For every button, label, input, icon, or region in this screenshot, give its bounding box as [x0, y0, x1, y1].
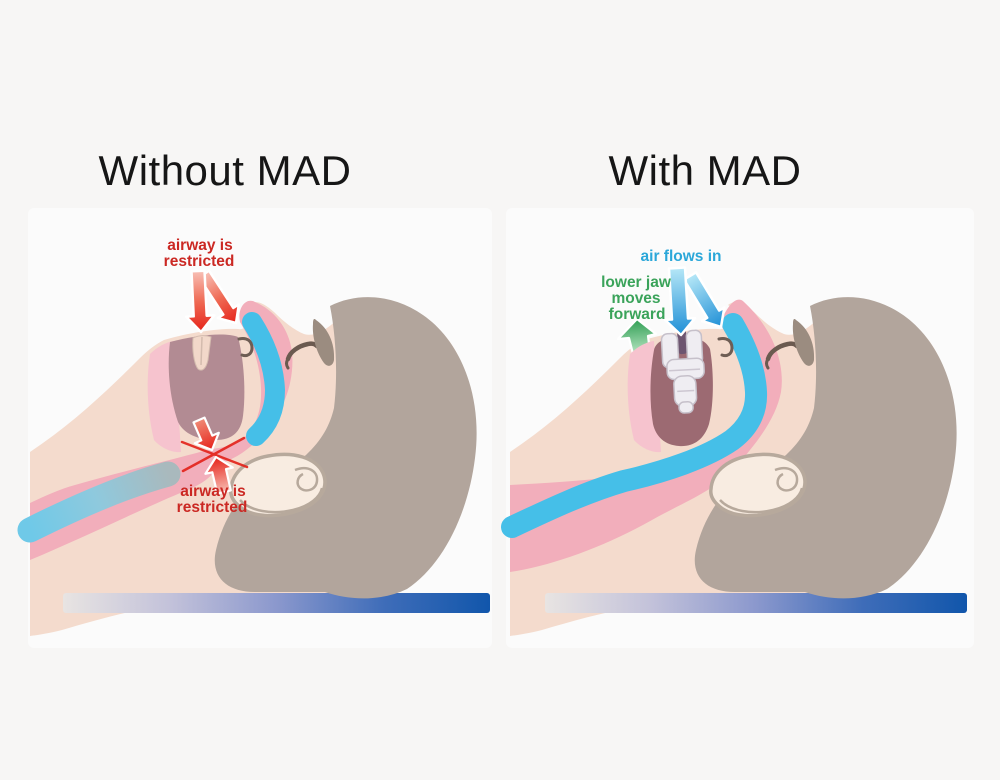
ear-inner-rim-right [719, 487, 804, 514]
airway-restricted-label-top-line2: restricted [164, 253, 235, 270]
restriction-arrow-up-icon [204, 455, 234, 495]
lower-jaw-label-line2: moves [611, 290, 660, 307]
hair-right [694, 297, 957, 599]
mad-device [660, 329, 705, 414]
panel-with-mad: air flows in lower jaw moves forward Wit… [501, 147, 974, 648]
temple-hair-wisp-right [792, 319, 815, 366]
lower-jaw-label-line1: lower jaw [601, 274, 672, 291]
ear-curl-right [774, 466, 799, 492]
restriction-arrow-down-icon [192, 416, 220, 452]
airway-restricted-label-throat-line2: restricted [177, 499, 248, 516]
airway-blue-upper-left [242, 312, 286, 446]
nostril-rim-right [717, 337, 734, 358]
blue-arrow-nose-icon [682, 271, 726, 329]
mad-lower-tip [678, 401, 694, 414]
hair-left [214, 297, 477, 599]
air-flows-in-label: air flows in [641, 248, 722, 265]
bed-surface-right [545, 593, 967, 613]
face-details-right [709, 319, 815, 518]
mad-shading-lines [669, 368, 701, 393]
nostril-rim-left [237, 337, 254, 358]
ear-outline-right [709, 452, 807, 518]
blue-arrow-mouth-icon [663, 266, 697, 337]
restriction-cross-icon [180, 436, 249, 473]
bed-surface-left [63, 593, 490, 613]
closed-eye-right [765, 341, 800, 362]
airway-restricted-label-top-line1: airway is [167, 237, 233, 254]
temple-hair-wisp-left [312, 319, 335, 366]
tongue-left [168, 334, 245, 440]
airway-restricted-label-throat-line1: airway is [180, 483, 246, 500]
panel-title-without-mad: Without MAD [99, 147, 352, 194]
panel-title-with-mad: With MAD [609, 147, 802, 194]
ear-outline-left [229, 452, 327, 518]
closed-eye-left [285, 341, 320, 362]
ear-curl-left [294, 466, 319, 492]
tooth-cleft-left [200, 336, 203, 366]
eye-flick-left [285, 357, 290, 370]
ear-inner-rim-left [239, 487, 324, 514]
eye-flick-right [765, 357, 770, 370]
airway-blue-neck-left [17, 461, 181, 543]
airway-blue-right [501, 313, 768, 538]
red-arrow-nose-icon [197, 269, 241, 325]
lower-jaw-label-line3: forward [609, 306, 666, 323]
mad-device-slot [677, 329, 688, 355]
red-arrow-mouth-icon [184, 269, 216, 334]
panel-without-mad: airway is restricted airway is restricte… [17, 147, 492, 648]
